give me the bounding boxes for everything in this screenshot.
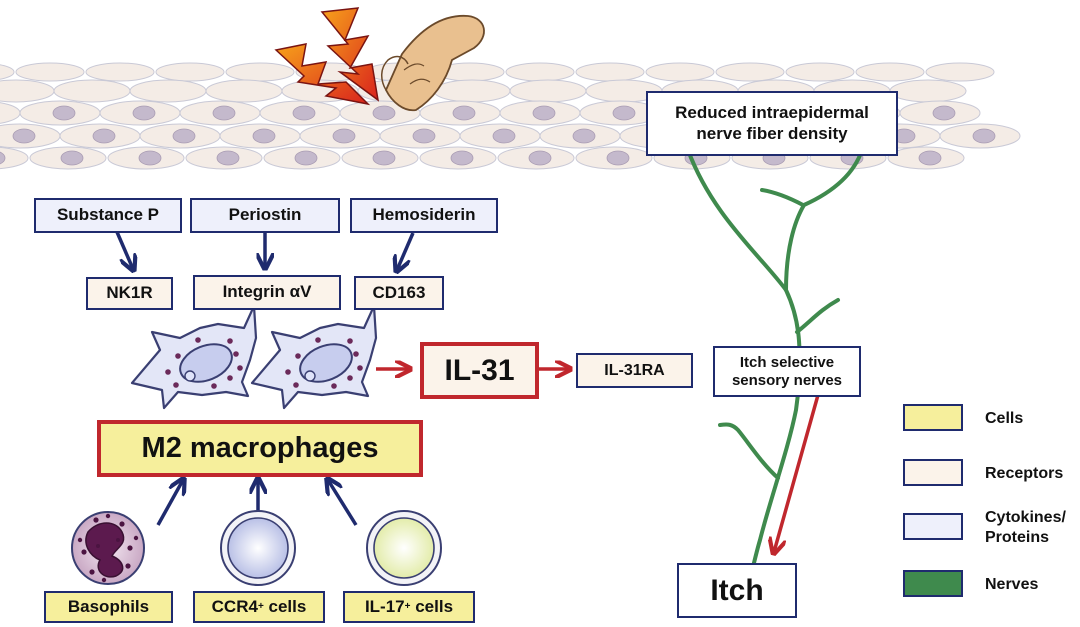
basophils-box: Basophils: [44, 591, 173, 623]
skin-cell-nucleus: [452, 105, 476, 121]
skin-cell: [715, 62, 785, 82]
skin-cell-nucleus: [138, 150, 162, 166]
itch-selective-label: Itch selective sensory nerves: [713, 346, 861, 397]
skin-cell-nucleus: [60, 150, 84, 166]
skin-cell: [855, 62, 925, 82]
skin-cell: [509, 79, 587, 103]
pathway-arrows: [115, 231, 820, 552]
skin-cell-nucleus: [216, 150, 240, 166]
skin-cell: [785, 62, 855, 82]
skin-cell-nucleus: [372, 105, 396, 121]
legend-swatch-receptors: [903, 459, 963, 486]
skin-cell-nucleus: [612, 105, 636, 121]
skin-cell-nucleus: [528, 150, 552, 166]
lightning-icon: [274, 7, 380, 106]
skin-cell: [0, 102, 21, 124]
skin-cell: [0, 79, 55, 103]
macrophage-cell: [250, 304, 378, 410]
skin-cell-nucleus: [972, 128, 996, 144]
skin-cell-nucleus: [132, 105, 156, 121]
il17-cells-box: IL-17+ cells: [343, 591, 475, 623]
skin-cell-nucleus: [12, 128, 36, 144]
skin-cell: [889, 79, 967, 103]
legend-swatch-cells: [903, 404, 963, 431]
skin-cell-nucleus: [932, 105, 956, 121]
skin-cell: [0, 146, 29, 170]
ccr4-cell: [220, 510, 296, 586]
legend-label-nerves: Nerves: [985, 576, 1039, 593]
skin-cell-nucleus: [450, 150, 474, 166]
skin-cell-nucleus: [532, 105, 556, 121]
skin-cell-nucleus: [372, 150, 396, 166]
skin-cell-nucleus: [292, 105, 316, 121]
scratching-hand-icon: [381, 15, 485, 112]
itch-box: Itch: [677, 563, 797, 618]
skin-cell-nucleus: [492, 128, 516, 144]
skin-cell-nucleus: [412, 128, 436, 144]
hemosiderin-box: Hemosiderin: [350, 198, 498, 233]
skin-cell-nucleus: [52, 105, 76, 121]
skin-cell: [129, 79, 207, 103]
skin-cell: [205, 79, 283, 103]
skin-cell: [575, 62, 645, 82]
skin-cell: [925, 62, 995, 82]
il31ra-box: IL-31RA: [576, 353, 693, 388]
legend-label-receptors: Receptors: [985, 465, 1064, 482]
nk1r-box: NK1R: [86, 277, 173, 310]
skin-cell: [0, 64, 15, 80]
skin-cell: [433, 79, 511, 103]
skin-cell: [645, 62, 715, 82]
skin-cell-nucleus: [252, 128, 276, 144]
skin-cell: [225, 62, 295, 82]
legend-swatch-nerves: [903, 570, 963, 597]
integrin-av-box: Integrin αV: [193, 275, 341, 310]
skin-cell: [155, 62, 225, 82]
substance-p-box: Substance P: [34, 198, 182, 233]
legend-label-cells: Cells: [985, 410, 1024, 427]
skin-cell-nucleus: [572, 128, 596, 144]
skin-cell-nucleus: [92, 128, 116, 144]
ccr4-label: CCR4: [211, 596, 258, 616]
skin-cell-nucleus: [332, 128, 356, 144]
il17-rest: cells: [410, 596, 454, 616]
skin-cell-nucleus: [212, 105, 236, 121]
periostin-box: Periostin: [190, 198, 340, 233]
il17-sup: +: [404, 601, 411, 612]
skin-cell: [53, 79, 131, 103]
nerve-density-label: Reduced intraepidermal nerve fiber densi…: [646, 91, 898, 156]
macrophage-cell: [130, 304, 258, 410]
basophil-cell: [71, 511, 145, 585]
cd163-box: CD163: [354, 276, 444, 310]
ccr4-sup: +: [257, 601, 264, 612]
skin-cell-nucleus: [0, 151, 6, 165]
skin-cell-nucleus: [606, 150, 630, 166]
ccr4-rest: cells: [263, 596, 307, 616]
ccr4-cells-box: CCR4+ cells: [193, 591, 325, 623]
skin-cell-nucleus: [918, 150, 942, 166]
skin-cell-nucleus: [172, 128, 196, 144]
il17-label: IL-17: [364, 596, 405, 616]
skin-cell: [505, 62, 575, 82]
legend-swatch-cytokines: [903, 513, 963, 540]
legend-label-cytokines: Cytokines/ Proteins: [985, 509, 1066, 546]
m2-macrophages-box: M2 macrophages: [97, 420, 423, 477]
skin-cell-nucleus: [294, 150, 318, 166]
skin-cell: [85, 62, 155, 82]
il31-box: IL-31: [420, 342, 539, 399]
skin-cell: [15, 62, 85, 82]
il17-cell: [366, 510, 442, 586]
